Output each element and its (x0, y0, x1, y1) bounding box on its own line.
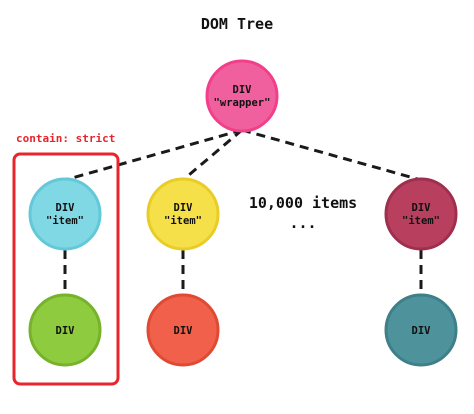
node-item-c: DIV "item" (384, 177, 458, 251)
contain-strict-box (12, 152, 120, 386)
node-leaf-b-circle (146, 293, 220, 367)
node-root-circle (205, 59, 279, 133)
node-leaf-c: DIV (384, 293, 458, 367)
node-item-c-tag: DIV (412, 202, 432, 214)
node-item-a-circle (28, 177, 102, 251)
node-leaf-b: DIV (146, 293, 220, 367)
node-item-b-tag: DIV (174, 202, 194, 214)
edge-root-item-a (64, 128, 243, 182)
edge-root-item-c (241, 128, 422, 182)
node-leaf-a-tag: DIV (56, 325, 76, 337)
items-ellipsis: ... (289, 214, 316, 232)
edge-root-item-b (182, 128, 243, 182)
node-leaf-a: DIV (28, 293, 102, 367)
diagram-title: DOM Tree (201, 15, 273, 33)
items-count-label: 10,000 items (249, 194, 357, 212)
node-root: DIV "wrapper" (205, 59, 279, 133)
node-item-a: DIV "item" (28, 177, 102, 251)
contain-strict-label: contain: strict (16, 132, 115, 145)
node-root-tag: DIV (233, 84, 253, 96)
edges (63, 128, 423, 296)
node-leaf-b-tag: DIV (174, 325, 194, 337)
node-item-b: DIV "item" (146, 177, 220, 251)
node-item-c-name: "item" (402, 215, 440, 227)
node-leaf-c-tag: DIV (412, 325, 432, 337)
node-leaf-a-circle (28, 293, 102, 367)
node-item-a-tag: DIV (56, 202, 76, 214)
node-leaf-c-circle (384, 293, 458, 367)
node-item-b-name: "item" (164, 215, 202, 227)
node-root-name: "wrapper" (214, 97, 271, 109)
node-item-a-name: "item" (46, 215, 84, 227)
node-item-b-circle (146, 177, 220, 251)
node-item-c-circle (384, 177, 458, 251)
